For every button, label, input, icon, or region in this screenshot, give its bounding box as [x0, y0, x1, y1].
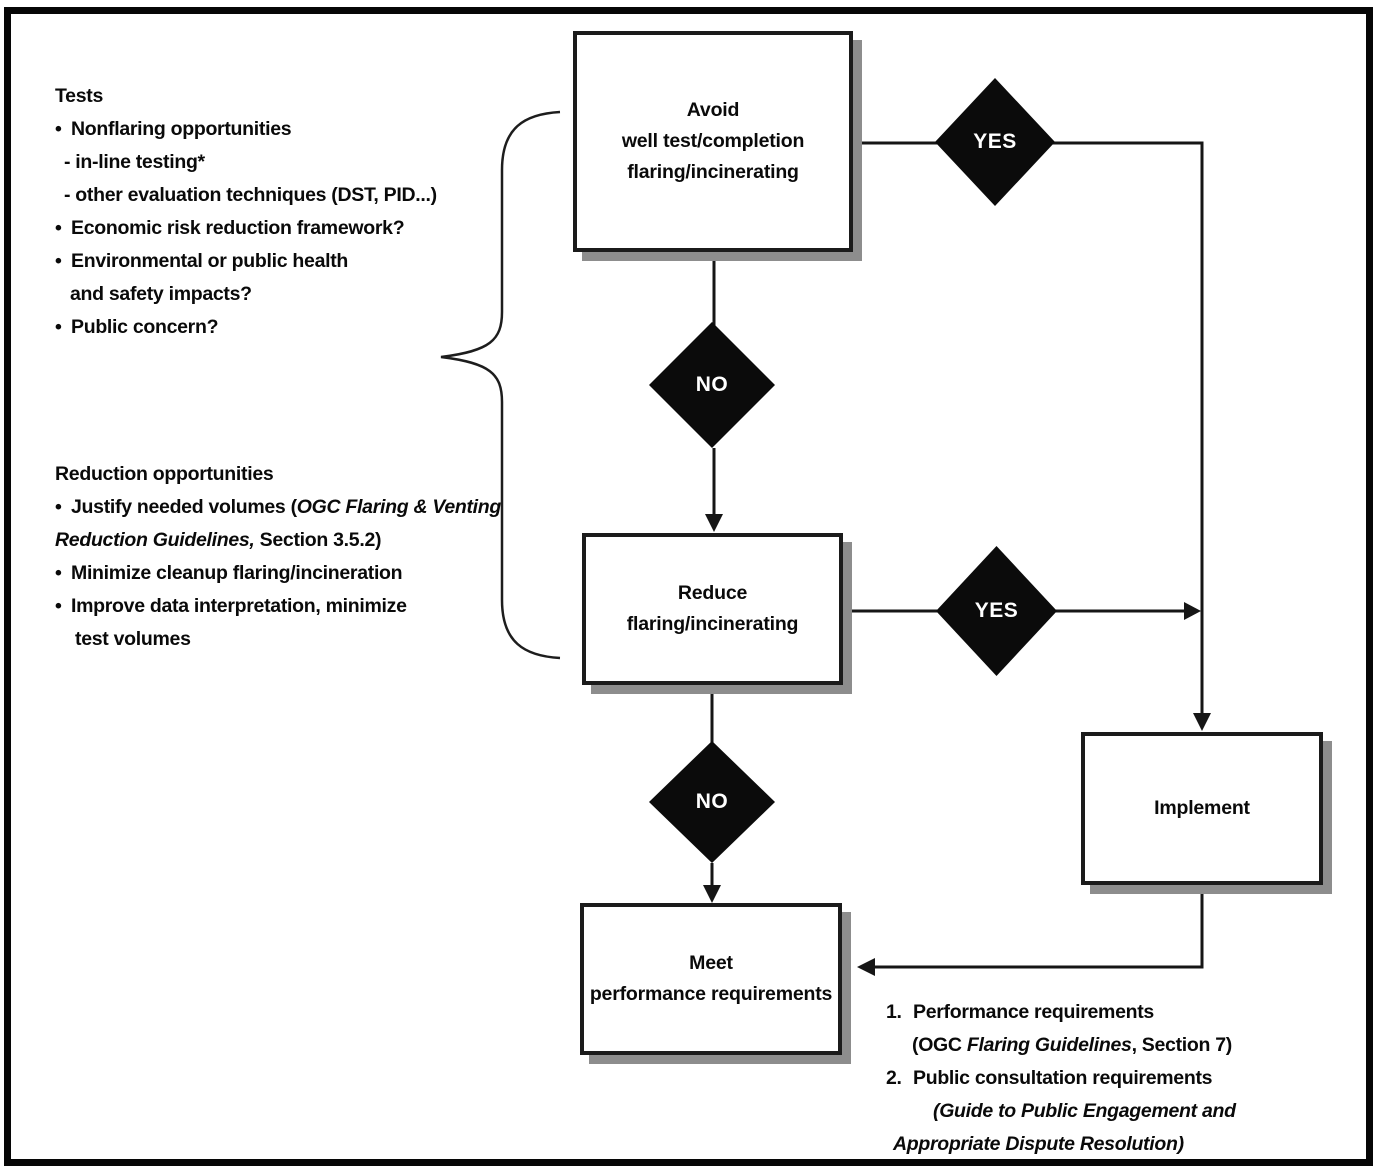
tests-heading: Tests [55, 85, 103, 107]
node-label-line: Implement [1154, 797, 1250, 819]
tests-subitem-other-techniques: - other evaluation techniques (DST, PID.… [64, 184, 437, 206]
node-reduce-flaring: Reduce flaring/incinerating [582, 533, 843, 685]
node-label-line: Meet [689, 952, 733, 974]
footnote-detail-text: (OGC [912, 1034, 967, 1056]
decision-label: YES [973, 130, 1017, 153]
reduction-item-improve: • Improve data interpretation, minimize [55, 590, 501, 623]
reduction-item-label: Improve data interpretation, minimize [71, 595, 407, 617]
arrowhead-into-meet-top [703, 885, 721, 903]
tests-item-environmental: • Environmental or public health [55, 245, 437, 278]
tests-item-label: Nonflaring opportunities [71, 118, 292, 140]
reduction-item-justify-cont: Reduction Guidelines, Section 3.5.2) [55, 524, 501, 557]
left-brace [440, 110, 561, 660]
tests-item-public-concern: • Public concern? [55, 311, 437, 344]
bullet-icon: • [55, 496, 62, 518]
footnote-label: Public consultation requirements [913, 1067, 1213, 1089]
bullet-icon: • [55, 217, 62, 239]
connector-implement-to-meet [872, 885, 1204, 969]
arrowhead-into-reduce [705, 514, 723, 532]
tests-item-label: Environmental or public health [71, 250, 349, 272]
tests-item-economic: • Economic risk reduction framework? [55, 212, 437, 245]
bullet-icon: • [55, 562, 62, 584]
reduction-item-citation: Reduction Guidelines, [55, 529, 255, 551]
node-avoid-flaring: Avoid well test/completion flaring/incin… [573, 31, 853, 252]
arrowhead-junction-right [1184, 602, 1201, 620]
arrowhead-into-meet-right [857, 958, 875, 976]
reduction-item-label: Justify needed volumes ( [71, 496, 297, 518]
decision-label: YES [974, 599, 1019, 622]
node-label-line: Avoid [686, 99, 740, 121]
reduction-item-label: Minimize cleanup flaring/incineration [71, 562, 403, 584]
footnote-number: 1. [886, 1001, 902, 1023]
node-label-line: Reduce [677, 582, 748, 604]
footnote-1-title: 1. Performance requirements [886, 996, 1236, 1029]
footnotes-panel: 1. Performance requirements (OGC Flaring … [886, 996, 1236, 1161]
node-label-line: performance requirements [589, 983, 833, 1005]
node-label-line: well test/completion [621, 130, 805, 152]
reduction-item-label: Section 3.5.2) [254, 529, 382, 551]
tests-item-nonflaring: • Nonflaring opportunities [55, 113, 437, 146]
node-label-line: flaring/incinerating [626, 613, 799, 635]
footnote-number: 2. [886, 1067, 902, 1089]
connector-yes-to-implement [1052, 141, 1204, 716]
reduction-item-citation: OGC Flaring & Venting [296, 496, 502, 518]
bullet-icon: • [55, 316, 62, 338]
node-implement: Implement [1081, 732, 1323, 885]
footnote-label: Performance requirements [913, 1001, 1154, 1023]
bullet-icon: • [55, 595, 62, 617]
tests-item-environmental-cont: and safety impacts? [70, 283, 252, 305]
footnote-2-detail-line2: Appropriate Dispute Resolution) [893, 1133, 1184, 1155]
tests-item-label: Economic risk reduction framework? [71, 217, 405, 239]
bullet-icon: • [55, 118, 62, 140]
page-border-frame [4, 7, 1373, 1166]
reduction-item-justify: • Justify needed volumes (OGC Flaring & V… [55, 491, 501, 524]
footnote-detail-text: , Section 7) [1131, 1034, 1233, 1056]
reduction-item-improve-cont: test volumes [75, 628, 191, 650]
node-meet-performance: Meet performance requirements [580, 903, 842, 1055]
bullet-icon: • [55, 250, 62, 272]
footnote-detail-citation: Flaring Guidelines [966, 1034, 1132, 1056]
decision-label: NO [695, 790, 729, 813]
arrowhead-into-implement [1193, 713, 1211, 731]
decision-label: NO [695, 373, 729, 396]
footnote-2-title: 2. Public consultation requirements [886, 1062, 1236, 1095]
node-label-line: flaring/incinerating [627, 161, 799, 183]
reduction-panel: Reduction opportunities • Justify needed … [55, 458, 501, 656]
reduction-item-minimize: • Minimize cleanup flaring/incineration [55, 557, 501, 590]
tests-panel: Tests • Nonflaring opportunities - in-lin… [55, 80, 437, 344]
reduction-heading: Reduction opportunities [55, 463, 274, 485]
footnote-1-detail: (OGC Flaring Guidelines, Section 7) [886, 1029, 1236, 1062]
footnote-2-detail-line1: (Guide to Public Engagement and [933, 1100, 1236, 1122]
tests-subitem-inline-testing: - in-line testing* [64, 151, 205, 173]
tests-item-label: Public concern? [71, 316, 219, 338]
